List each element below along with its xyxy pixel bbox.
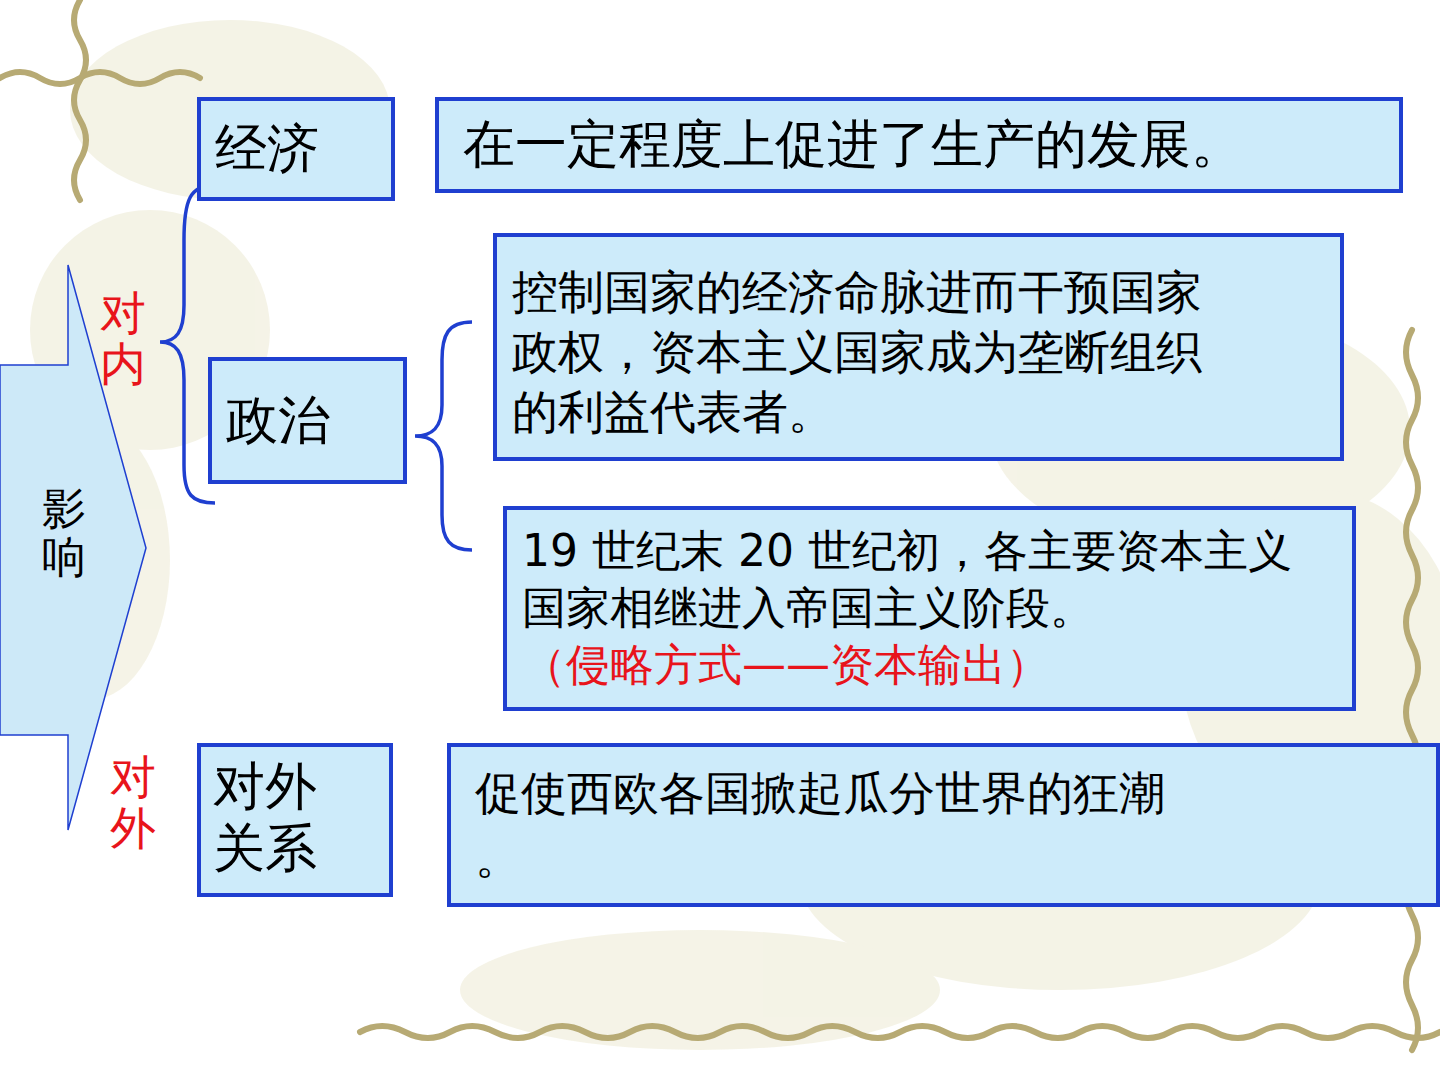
box-text: 政治 bbox=[226, 389, 403, 451]
box-text: 在一定程度上促进了生产的发展。 bbox=[463, 113, 1399, 175]
category-box: 政治 bbox=[208, 357, 407, 484]
box-text: 促使西欧各国掀起瓜分世界的狂潮 。 bbox=[475, 761, 1195, 889]
side-label: 对内 bbox=[100, 288, 146, 389]
pale-texture bbox=[10, 20, 1440, 1050]
box-text: 19 世纪末 20 世纪初，各主要资本主义 国家相继进入帝国主义阶段。 bbox=[522, 522, 1337, 636]
content-box: 19 世纪末 20 世纪初，各主要资本主义 国家相继进入帝国主义阶段。（侵略方式… bbox=[503, 506, 1356, 711]
content-box: 控制国家的经济命脉进而干预国家 政权，资本主义国家成为垄断组织 的利益代表者。 bbox=[493, 233, 1344, 461]
box-text: 经济 bbox=[215, 117, 391, 179]
vine-border bbox=[0, 0, 1440, 1050]
box-text: 对外 关系 bbox=[213, 755, 325, 879]
arrow-outline bbox=[0, 265, 146, 830]
curly-bracket bbox=[160, 185, 472, 550]
note-text: （侵略方式——资本输出） bbox=[522, 636, 1337, 693]
category-box: 对外 关系 bbox=[197, 743, 393, 897]
content-box: 在一定程度上促进了生产的发展。 bbox=[435, 97, 1403, 193]
box-text: 控制国家的经济命脉进而干预国家 政权，资本主义国家成为垄断组织 的利益代表者。 bbox=[512, 262, 1232, 442]
box-text: 影响 bbox=[42, 485, 86, 582]
content-box: 促使西欧各国掀起瓜分世界的狂潮 。 bbox=[447, 743, 1440, 907]
category-box: 经济 bbox=[197, 97, 395, 201]
side-label: 对外 bbox=[110, 752, 156, 853]
